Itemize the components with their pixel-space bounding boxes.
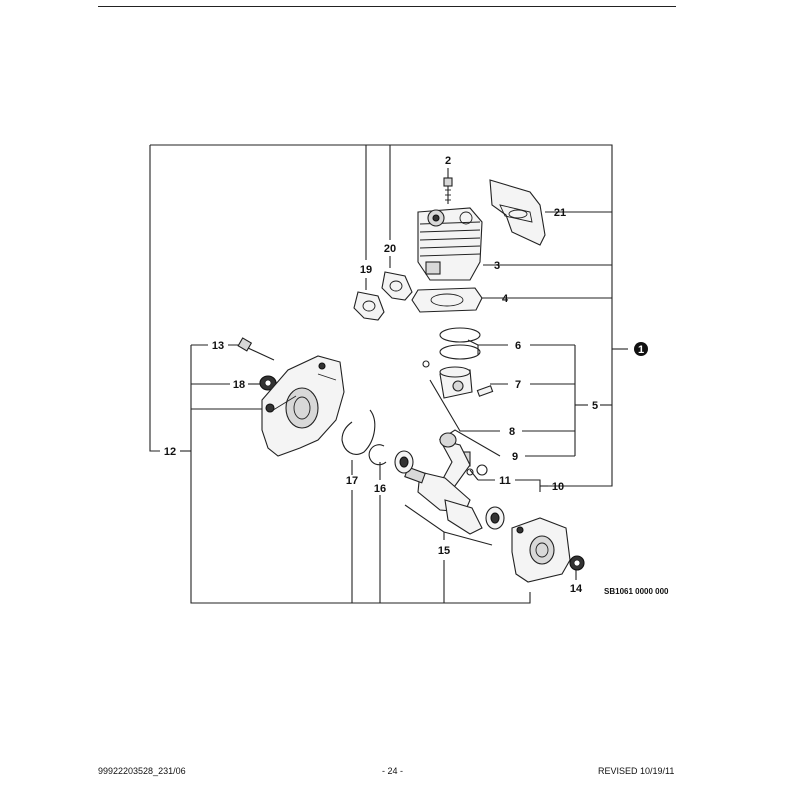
callout-15: 15 [438, 545, 450, 557]
leader-lines [149, 144, 628, 604]
crankcase-gasket-part [341, 409, 376, 455]
callout-labels: 1 2 3 4 5 6 7 8 9 10 11 12 13 14 15 16 1… [164, 155, 648, 595]
piston-rings-part [439, 327, 481, 360]
callout-7: 7 [515, 379, 521, 391]
callout-3: 3 [494, 260, 500, 272]
spark-plug-part [443, 177, 453, 204]
callout-1: 1 [638, 344, 644, 356]
header-rule [98, 6, 676, 7]
callout-5: 5 [592, 400, 598, 412]
callout-18: 18 [233, 379, 245, 391]
ball-bearing-left-part [394, 450, 414, 474]
crankcase-bolt-part [237, 337, 275, 361]
callout-1-badge [634, 342, 648, 356]
footer-revision-date: REVISED 10/19/11 [598, 766, 675, 776]
callout-2: 2 [445, 155, 451, 167]
callout-4: 4 [502, 293, 509, 305]
ball-bearing-right-part [485, 506, 505, 530]
crankcase-right-part [511, 517, 571, 583]
callout-11: 11 [499, 475, 511, 487]
callout-12: 12 [164, 446, 176, 458]
snap-ring-part [368, 444, 387, 466]
callout-13: 13 [212, 340, 224, 352]
insulator-gasket-part [353, 291, 385, 321]
footer-document-number: 99922203528_231/06 [98, 766, 186, 776]
callout-10: 10 [552, 481, 564, 493]
callout-19: 19 [360, 264, 372, 276]
callout-14: 14 [570, 583, 583, 595]
oil-seal-left-part [259, 375, 277, 391]
callout-8: 8 [509, 426, 515, 438]
oil-seal-right-part [569, 555, 585, 571]
callout-21: 21 [554, 207, 566, 219]
cylinder-part [417, 207, 483, 281]
piston-clip-part [422, 360, 430, 368]
crankcase-left-part [261, 355, 345, 457]
callout-17: 17 [346, 475, 358, 487]
reference-code: SB1061 0000 000 [604, 587, 669, 596]
callout-16: 16 [374, 483, 386, 495]
piston-pin-part [476, 385, 494, 397]
intake-gasket-part [381, 271, 413, 301]
footer-page-number: - 24 - [382, 766, 404, 776]
callout-9: 9 [512, 451, 518, 463]
piston-part [439, 366, 473, 399]
cylinder-gasket-part [411, 287, 483, 313]
heat-shield-part [489, 179, 546, 246]
callout-20: 20 [384, 243, 396, 255]
callout-6: 6 [515, 340, 521, 352]
crankshaft-part [404, 432, 483, 535]
